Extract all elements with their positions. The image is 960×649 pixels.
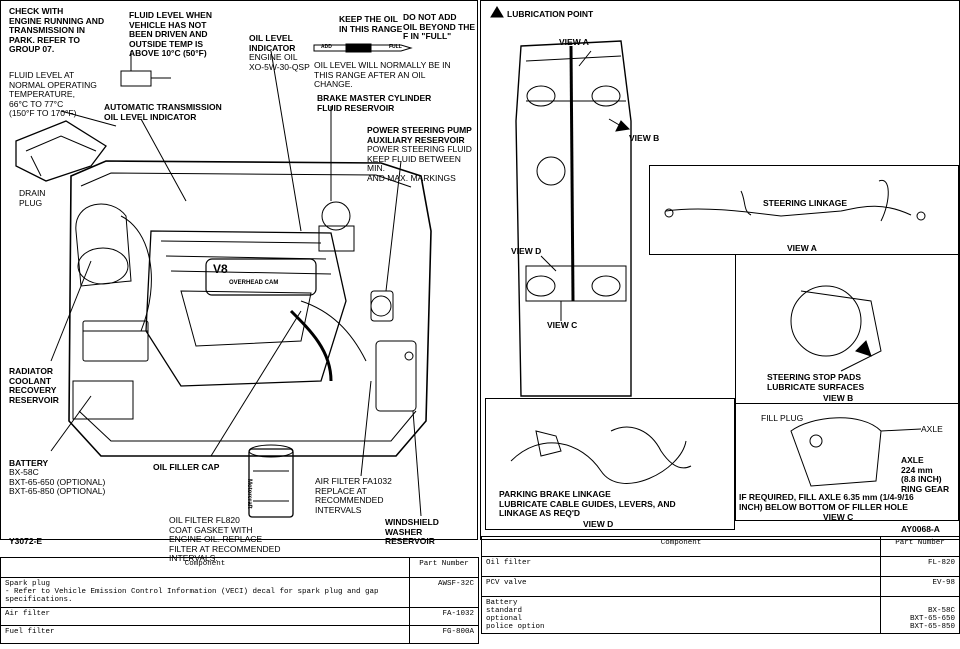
engine-drawing: [15, 43, 432, 518]
table-row: Spark plug - Refer to Vehicle Emission C…: [0, 577, 479, 608]
component-cell: Battery standard optional police option: [481, 596, 881, 634]
part-number-cell: BX-58C BXT-65-650 BXT-65-850: [880, 596, 960, 634]
col-header-part-number: Part Number: [880, 536, 960, 557]
view-b-caption: VIEW B: [823, 393, 854, 403]
view-a-box: [649, 165, 959, 255]
parts-table-left: Component Part Number Spark plug - Refer…: [0, 557, 479, 644]
view-d-box: [485, 398, 735, 530]
part-number-cell: EV-98: [880, 576, 960, 597]
component-cell: Spark plug - Refer to Vehicle Emission C…: [0, 577, 410, 608]
check-engine-note: CHECK WITH ENGINE RUNNING AND TRANSMISSI…: [9, 6, 105, 54]
view-d-caption: VIEW D: [583, 519, 614, 529]
table-row: Fuel filter FG-800A: [0, 625, 479, 644]
component-cell: Air filter: [0, 607, 410, 626]
radiator-coolant-label: RADIATOR COOLANT RECOVERY RESERVOIR: [9, 366, 59, 405]
part-number-cell: FL-820: [880, 556, 960, 577]
part-number-cell: FA-1032: [409, 607, 479, 626]
part-number-cell: AWSF-32C: [409, 577, 479, 608]
table-row: Battery standard optional police option …: [481, 596, 960, 634]
lubrication-point-legend: LUBRICATION POINT: [507, 9, 594, 19]
drain-plug-label: DRAIN PLUG: [19, 188, 46, 208]
view-a-caption: VIEW A: [787, 243, 817, 253]
view-c-pointer: VIEW C: [547, 320, 578, 330]
engine-cover-text: OVERHEAD CAM: [229, 280, 279, 286]
steering-linkage-label: STEERING LINKAGE: [763, 198, 848, 208]
col-header-component: Component: [0, 557, 410, 578]
air-filter-label: AIR FILTER FA1032 REPLACE AT RECOMMENDED…: [315, 476, 392, 515]
component-cell: Oil filter: [481, 556, 881, 577]
view-d-pointer: VIEW D: [511, 246, 542, 256]
axle-pointer-label: AXLE: [921, 424, 943, 434]
component-cell: Fuel filter: [0, 625, 410, 644]
chassis-drawing: [490, 6, 926, 487]
view-b-pointer: VIEW B: [629, 133, 660, 143]
fill-plug-label: FILL PLUG: [761, 413, 804, 423]
parts-table-right: Component Part Number Oil filter FL-820 …: [481, 536, 960, 634]
component-cell: PCV valve: [481, 576, 881, 597]
engine-oil-spec: ENGINE OIL XO-5W-30-QSP: [249, 52, 310, 72]
engine-compartment-diagram: CHECK WITH ENGINE RUNNING AND TRANSMISSI…: [0, 0, 478, 563]
fill-axle-note: IF REQUIRED, FILL AXLE 6.35 mm (1/4-9/16…: [739, 492, 914, 512]
view-a-pointer: VIEW A: [559, 37, 589, 47]
brake-master-cylinder-label: BRAKE MASTER CYLINDER FLUID RESERVOIR: [317, 93, 432, 113]
figure-id-right: AY0068-A: [901, 524, 940, 534]
oil-filter-brand: Motorcraft: [246, 479, 252, 509]
view-c-box: [735, 403, 959, 521]
figure-id-left: Y3072-E: [9, 536, 43, 546]
battery-label: BATTERY: [9, 458, 49, 468]
battery-specs: BX-58C BXT-65-650 (OPTIONAL) BXT-65-850 …: [9, 467, 106, 496]
table-row: Oil filter FL-820: [481, 556, 960, 577]
dipstick-add-mark: ADD: [321, 44, 332, 50]
col-header-component: Component: [481, 536, 881, 557]
axle-spec-label: AXLE 224 mm (8.8 INCH) RING GEAR: [901, 455, 950, 494]
windshield-washer-label: WINDSHIELD WASHER RESERVOIR: [385, 517, 439, 546]
col-header-part-number: Part Number: [409, 557, 479, 578]
oil-normal-range-note: OIL LEVEL WILL NORMALLY BE IN THIS RANGE…: [314, 60, 451, 89]
do-not-add-note: DO NOT ADD OIL BEYOND THE F IN "FULL": [403, 12, 476, 41]
dipstick-full-mark: FULL: [389, 44, 402, 50]
table-row: Air filter FA-1032: [0, 607, 479, 626]
fluid-normal-temp-note: FLUID LEVEL AT NORMAL OPERATING TEMPERAT…: [9, 70, 97, 118]
power-steering-pump-label: POWER STEERING PUMP AUXILIARY RESERVOIR: [367, 125, 472, 145]
view-c-caption: VIEW C: [823, 512, 854, 522]
oil-level-indicator-label: OIL LEVEL INDICATOR: [249, 33, 296, 53]
auto-trans-indicator-label: AUTOMATIC TRANSMISSION OIL LEVEL INDICAT…: [104, 102, 222, 122]
oil-filler-cap-label: OIL FILLER CAP: [153, 462, 220, 472]
fluid-hot-note: FLUID LEVEL WHEN VEHICLE HAS NOT BEEN DR…: [129, 10, 212, 58]
table-row: PCV valve EV-98: [481, 576, 960, 597]
part-number-cell: FG-800A: [409, 625, 479, 644]
engine-badge: V8: [213, 262, 228, 276]
power-steering-fluid-note: POWER STEERING FLUID KEEP FLUID BETWEEN …: [367, 144, 472, 183]
lubrication-diagram: LUBRICATION POINT VIEW A VIEW B VIEW D V…: [480, 0, 960, 540]
keep-oil-range-note: KEEP THE OIL IN THIS RANGE: [339, 14, 403, 34]
parking-brake-label: PARKING BRAKE LINKAGE LUBRICATE CABLE GU…: [499, 489, 676, 518]
steering-stop-pads-label: STEERING STOP PADS LUBRICATE SURFACES: [767, 372, 865, 392]
